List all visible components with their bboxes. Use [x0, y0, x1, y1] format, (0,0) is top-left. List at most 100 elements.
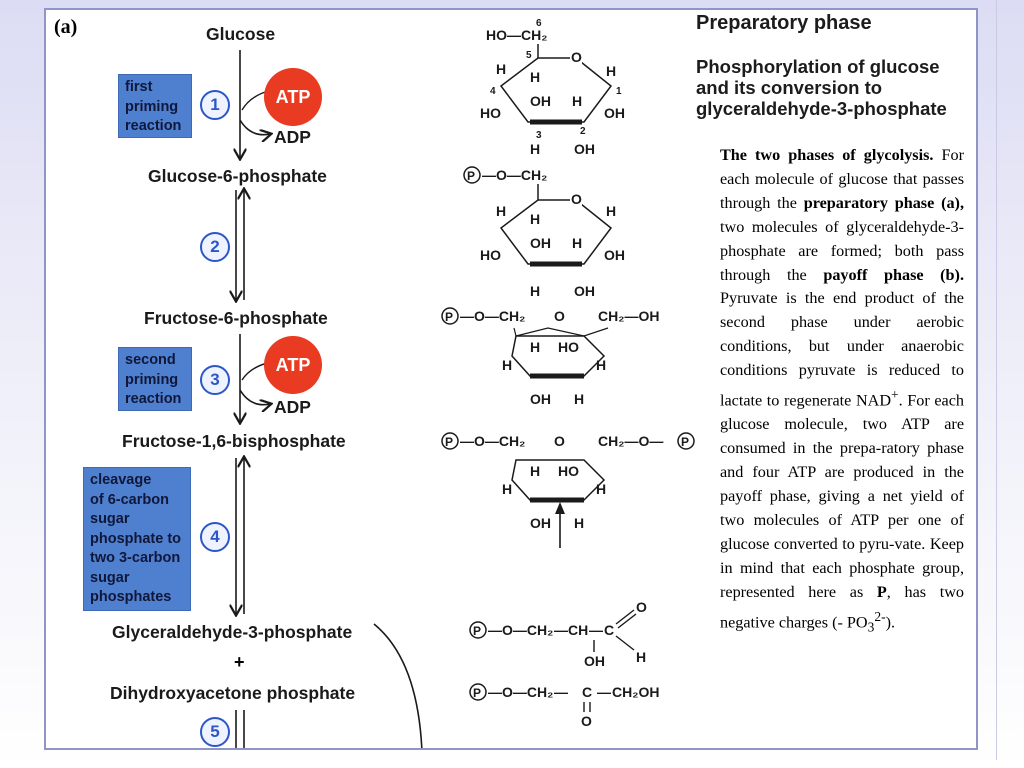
svg-text:O: O — [554, 308, 565, 324]
svg-text:H: H — [530, 283, 540, 299]
caption-title: The two phases of glycolysis. — [720, 146, 934, 164]
svg-text:OH: OH — [530, 391, 551, 407]
caption-text: For each molecule of glucose that passes… — [720, 146, 964, 212]
phase-subtitle-line: glyceraldehyde-3-phosphate — [696, 98, 947, 119]
atp-badge-1: ATP — [264, 68, 322, 126]
caption-text: , has two negative charges (- PO — [720, 582, 965, 631]
caption-text: ). — [885, 613, 896, 631]
svg-text:HO: HO — [480, 105, 501, 121]
adp-curve-3 — [239, 389, 270, 405]
svg-text:6: 6 — [536, 18, 542, 29]
box-line: priming — [125, 371, 179, 388]
box-line: phosphates — [90, 589, 172, 605]
svg-text:OH: OH — [604, 105, 625, 121]
phase-subtitle: Phosphorylation of glucose and its conve… — [696, 56, 966, 119]
caption-text: two molecules of glyceraldehyde-3-phosph… — [720, 217, 964, 284]
second-priming-box: second priming reaction — [118, 347, 192, 411]
svg-text:O: O — [636, 599, 647, 615]
svg-text:—O—CH₂: —O—CH₂ — [460, 308, 525, 324]
svg-text:H: H — [574, 515, 584, 531]
svg-text:H: H — [636, 649, 646, 665]
svg-text:H: H — [496, 61, 506, 77]
svg-text:—: — — [597, 684, 611, 700]
box-line: priming — [125, 98, 179, 115]
metabolite-f16bp: Fructose-1,6-bisphosphate — [122, 431, 346, 451]
svg-text:H: H — [530, 141, 540, 157]
caption-subscript: 3 — [867, 619, 875, 635]
svg-text:C: C — [582, 684, 592, 700]
adp-curve-1 — [239, 119, 270, 135]
phase-subtitle-line: and its conversion to — [696, 77, 883, 98]
atp-badge-3: ATP — [264, 336, 322, 394]
figure-caption: The two phases of glycolysis. For each m… — [720, 144, 964, 639]
svg-text:H: H — [574, 391, 584, 407]
metabolite-glucose: Glucose — [206, 24, 276, 44]
metabolite-g6p: Glucose-6-phosphate — [148, 166, 327, 186]
svg-text:P: P — [467, 169, 475, 183]
svg-text:P: P — [473, 686, 481, 700]
plus-sign: + — [234, 652, 245, 672]
phase-title: Preparatory phase — [696, 12, 872, 34]
svg-text:OH: OH — [574, 141, 595, 157]
box-line: sugar — [90, 511, 130, 527]
svg-text:P: P — [473, 624, 481, 638]
box-line: first — [125, 79, 153, 95]
svg-text:H: H — [572, 235, 582, 251]
svg-text:O: O — [571, 191, 582, 207]
box-line: sugar — [90, 569, 130, 586]
svg-text:OH: OH — [584, 653, 605, 669]
step-number-1: 1 — [200, 90, 230, 120]
chemical-structures: 6 HO—CH₂ 5 O H H H 1 4 OH H HO OH 3 2 H … — [441, 18, 695, 729]
svg-text:HO: HO — [558, 339, 579, 355]
svg-text:H: H — [596, 481, 606, 497]
box-line: second — [125, 352, 176, 368]
svg-text:H: H — [502, 357, 512, 373]
adp-label-1: ADP — [274, 127, 311, 147]
svg-text:H: H — [530, 211, 540, 227]
svg-text:OH: OH — [530, 235, 551, 251]
caption-text: Pyruvate is the end product of the secon… — [720, 289, 964, 410]
box-line: cleavage — [90, 472, 152, 488]
svg-text:C: C — [604, 622, 614, 638]
panel-label: (a) — [54, 16, 78, 38]
box-line: two 3-carbon — [90, 550, 181, 566]
structure-glucose: 6 HO—CH₂ 5 O H H H 1 4 OH H HO OH 3 2 H … — [480, 18, 625, 157]
caption-emphasis: preparatory phase (a), — [803, 193, 964, 212]
box-line: phosphate to — [90, 530, 182, 547]
caption-emphasis: P — [876, 582, 887, 601]
svg-text:OH: OH — [604, 247, 625, 263]
pathway-arrows — [46, 50, 423, 748]
metabolite-dhap: Dihydroxyacetone phosphate — [110, 683, 356, 703]
cleavage-box: cleavage of 6-carbon sugar phosphate to … — [83, 467, 191, 611]
box-line: reaction — [125, 118, 182, 134]
svg-text:4: 4 — [490, 86, 496, 97]
svg-text:OH: OH — [530, 93, 551, 109]
svg-text:1: 1 — [616, 86, 622, 97]
svg-text:H: H — [606, 203, 616, 219]
svg-text:H: H — [596, 357, 606, 373]
structure-g6p: P —O—CH₂ O H H H OH H HO OH H OH — [463, 166, 625, 299]
caption-superscript: 2- — [874, 608, 886, 624]
payoff-connector — [373, 623, 423, 748]
structure-dhap: P —O—CH₂ — C — CH₂OH O — [469, 683, 659, 729]
step-number-3: 3 — [200, 365, 230, 395]
svg-text:P: P — [681, 435, 689, 449]
caption-text: . For each glucose molecule, two ATP are… — [720, 391, 964, 601]
svg-text:—O—CH₂: —O—CH₂ — [482, 167, 547, 183]
step-number-5: 5 — [200, 717, 230, 747]
svg-text:—O—CH₂: —O—CH₂ — [488, 622, 553, 638]
caption-emphasis: payoff phase (b). — [823, 265, 964, 284]
svg-text:H: H — [502, 481, 512, 497]
metabolite-gap: Glyceraldehyde-3-phosphate — [112, 622, 353, 642]
svg-text:H: H — [530, 69, 540, 85]
svg-text:H: H — [572, 93, 582, 109]
svg-text:HO: HO — [558, 463, 579, 479]
first-priming-box: first priming reaction — [118, 74, 192, 138]
metabolite-f6p: Fructose-6-phosphate — [144, 308, 328, 328]
svg-text:—: — — [554, 622, 568, 638]
phase-subtitle-line: Phosphorylation of glucose — [696, 56, 940, 77]
structure-gap: P —O—CH₂ — CH — C OH O H — [469, 599, 647, 669]
svg-text:H: H — [496, 203, 506, 219]
svg-text:O: O — [554, 433, 565, 449]
svg-text:H: H — [530, 339, 540, 355]
